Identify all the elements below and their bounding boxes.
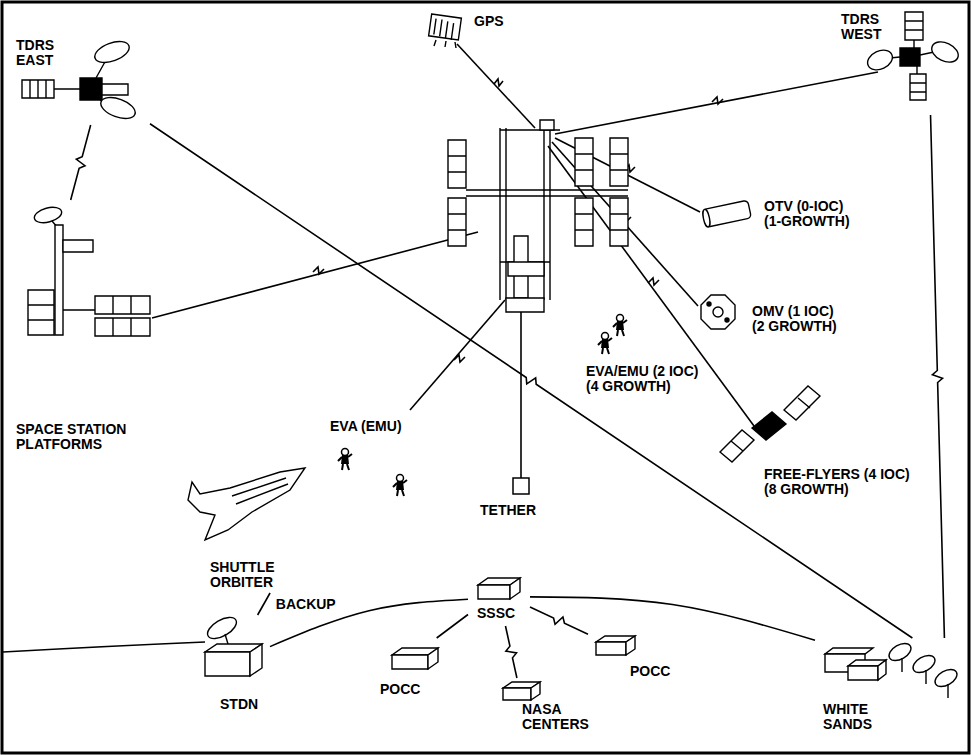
control-building — [392, 648, 438, 669]
node-label: POCC — [380, 682, 430, 697]
control-building — [503, 682, 540, 700]
diagram-node: OMV (1 IOC) (2 GROWTH) — [748, 300, 852, 340]
control-building — [596, 636, 635, 655]
control-building — [478, 578, 520, 599]
free-flyer — [720, 386, 820, 462]
node-label: SSSC — [477, 606, 523, 621]
omv-vehicle — [701, 295, 735, 329]
node-label: FREE-FLYERS (4 IOC) (8 GROWTH) — [764, 467, 922, 497]
shuttle-orbiter — [188, 468, 305, 540]
diagram-node: TDRS EAST — [10, 30, 150, 125]
diagram-node: STDN — [200, 615, 270, 718]
otv-vehicle — [702, 200, 752, 227]
node-label: EVA/EMU (2 IOC) (4 GROWTH) — [586, 364, 706, 394]
node-label: STDN — [220, 697, 266, 712]
diagram-node: EVA/EMU (2 IOC) (4 GROWTH) — [582, 360, 710, 398]
node-label: WHITE SANDS — [823, 702, 889, 732]
diagram-node: FREE-FLYERS (4 IOC) (8 GROWTH) — [760, 463, 926, 503]
diagram-node: EVA (EMU) — [328, 416, 418, 438]
diagram-node: SHUTTLE ORBITER — [188, 460, 315, 593]
node-label: GPS — [474, 14, 514, 29]
diagram-node: TETHER — [476, 500, 548, 522]
gps-satellite — [429, 14, 462, 48]
node-label: TDRS WEST — [841, 12, 891, 42]
station-links — [152, 44, 878, 478]
link-line — [530, 607, 588, 634]
diagram-node: GPS — [470, 10, 518, 34]
node-label: OTV (0-IOC) (1-GROWTH) — [764, 199, 860, 229]
platform-structure — [28, 205, 150, 336]
link-line — [150, 124, 912, 638]
diagram-node: TDRS WEST — [835, 8, 963, 115]
link-line — [505, 626, 516, 678]
node-label: POCC — [630, 664, 676, 679]
node-label: EVA (EMU) — [330, 419, 414, 434]
diagram-node: SSSC — [468, 572, 530, 626]
link-line — [71, 125, 91, 200]
ground-terminal — [825, 640, 960, 698]
link-line — [258, 593, 270, 615]
link-line — [530, 597, 815, 640]
node-label: NASA CENTERS — [522, 702, 590, 732]
node-label: SHUTTLE ORBITER — [210, 560, 284, 590]
link-line — [931, 115, 945, 638]
node-label: TETHER — [480, 503, 544, 518]
link-line — [437, 615, 468, 639]
diagram-node: POCC — [588, 626, 680, 684]
diagram-node: OTV (0-IOC) (1-GROWTH) — [760, 195, 864, 245]
diagram-node: NASA CENTERS — [497, 678, 594, 746]
node-label: OMV (1 IOC) (2 GROWTH) — [752, 304, 848, 334]
diagram-node: SPACE STATION PLATFORMS — [12, 200, 192, 458]
ground-station — [204, 613, 262, 676]
diagram-node: POCC — [372, 638, 447, 704]
link-label: BACKUP — [274, 597, 338, 612]
diagram-node: WHITE SANDS — [815, 638, 963, 738]
horizon-line — [3, 642, 205, 652]
tether-mass — [513, 478, 529, 494]
space-station — [448, 120, 628, 312]
node-label: TDRS EAST — [16, 38, 62, 68]
node-label: SPACE STATION PLATFORMS — [16, 422, 152, 452]
